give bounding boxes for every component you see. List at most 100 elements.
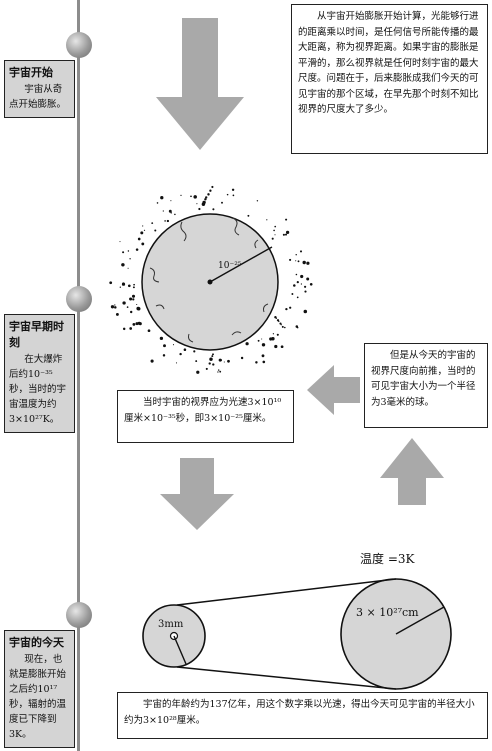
stage-body: 现在，也就是膨胀开始之后约10¹⁷秒，辐射的温度已下降到3K。	[9, 654, 67, 740]
particle-dot	[209, 357, 213, 361]
particle-dot	[212, 363, 215, 366]
particle-dot	[137, 237, 141, 241]
up-arrow	[380, 438, 444, 505]
stage-body: 在大爆炸后约10⁻³⁵秒，当时的宇宙温度为约3×10²⁷K。	[9, 354, 67, 425]
particle-dot	[110, 305, 115, 309]
particle-dot	[271, 237, 274, 240]
particle-dot	[281, 325, 284, 328]
particle-dot	[131, 294, 136, 298]
timeline-node-early	[66, 286, 92, 312]
particle-dot	[291, 293, 294, 295]
particle-dot	[136, 303, 138, 306]
particle-dot	[209, 189, 212, 192]
particle-dot	[232, 194, 235, 197]
particle-dot	[183, 348, 187, 351]
particle-dot	[293, 284, 296, 287]
center-point	[207, 279, 213, 285]
particle-dot	[279, 322, 282, 325]
particle-dot	[295, 260, 297, 262]
particle-dot	[306, 261, 310, 265]
particle-dot	[227, 359, 230, 363]
stage-box-today: 宇宙的今天 现在，也就是膨胀开始之后约10¹⁷秒，辐射的温度已下降到3K。	[4, 630, 75, 748]
particle-dot	[274, 234, 276, 236]
particle-dot	[133, 283, 135, 286]
particle-dot	[115, 312, 119, 316]
particle-dot	[304, 290, 307, 293]
timeline-node-today	[66, 602, 92, 628]
stage-title: 宇宙早期时刻	[9, 320, 64, 349]
particle-dot	[190, 195, 192, 198]
particle-dot	[162, 354, 166, 357]
particle-dot	[299, 250, 303, 253]
particle-dot	[207, 193, 210, 196]
particle-dot	[114, 306, 117, 309]
particle-dot	[256, 200, 259, 202]
particle-dot	[127, 250, 130, 252]
particle-dot	[212, 208, 215, 211]
particle-dot	[245, 342, 249, 346]
particle-dot	[282, 233, 285, 236]
particle-dot	[135, 322, 139, 326]
particle-dot	[217, 371, 219, 373]
particle-dot	[137, 321, 141, 325]
temperature-label: 温度 =3K	[360, 551, 416, 566]
particle-dot	[272, 333, 275, 335]
small-circle-label: 3mm	[158, 619, 184, 630]
small-universe-circle	[142, 604, 206, 668]
today-radius-note: 宇宙的年龄约为137亿年，用这个数字乘以光速，得出今天可见宇宙的半径大小约为3×…	[117, 692, 488, 739]
large-universe-circle	[340, 578, 452, 690]
particle-dot	[121, 282, 126, 286]
particle-dot	[132, 298, 135, 301]
particle-dot	[296, 326, 299, 329]
particle-dot	[159, 336, 164, 341]
particle-dot	[147, 329, 151, 333]
particle-dot	[204, 198, 207, 201]
particle-dot	[175, 362, 178, 364]
particle-dot	[300, 274, 304, 279]
particle-dot	[223, 361, 225, 363]
particle-dot	[261, 354, 265, 358]
stage-box-start: 宇宙开始 宇宙从奇点开始膨胀。	[4, 60, 75, 118]
particle-dot	[295, 254, 297, 256]
particle-dot	[211, 185, 214, 189]
down-arrow-lower	[160, 458, 234, 530]
particle-dot	[240, 356, 244, 360]
particle-dot	[289, 306, 292, 309]
particle-dot	[202, 200, 206, 205]
particle-dot	[278, 320, 280, 323]
large-circle-label: 3 × 10²⁷cm	[356, 606, 419, 619]
particle-dot	[274, 225, 277, 228]
stage-title: 宇宙开始	[9, 66, 53, 79]
early-universe-diagram: 10⁻²⁵	[109, 185, 313, 374]
particle-dot	[271, 337, 275, 341]
particle-dot	[166, 219, 170, 223]
stage-body: 宇宙从奇点开始膨胀。	[9, 84, 67, 110]
particle-dot	[195, 360, 198, 363]
particle-dot	[303, 309, 308, 314]
particle-dot	[219, 370, 222, 373]
particle-dot	[266, 219, 268, 221]
particle-dot	[261, 338, 263, 340]
particle-dot	[285, 218, 288, 221]
particle-dot	[296, 281, 299, 284]
particle-dot	[122, 301, 126, 305]
particle-dot	[172, 344, 175, 346]
today-universe-diagram: 3mm 3 × 10²⁷cm 温度 =3K	[142, 551, 452, 690]
particle-dot	[129, 297, 133, 301]
particle-dot	[132, 322, 136, 326]
particle-dot	[119, 286, 121, 288]
particle-dot	[156, 202, 159, 204]
particle-dot	[295, 273, 298, 276]
particle-dot	[226, 193, 229, 196]
particle-dot	[217, 369, 220, 371]
particle-dot	[257, 339, 260, 342]
particle-dot	[285, 230, 290, 235]
particle-dot	[122, 327, 126, 331]
particle-dot	[140, 231, 144, 235]
particle-dot	[119, 241, 121, 243]
particle-dot	[109, 281, 113, 285]
particle-dot	[295, 325, 299, 328]
particle-dot	[283, 326, 286, 329]
particle-dot	[179, 352, 182, 356]
particle-dot	[302, 260, 306, 265]
